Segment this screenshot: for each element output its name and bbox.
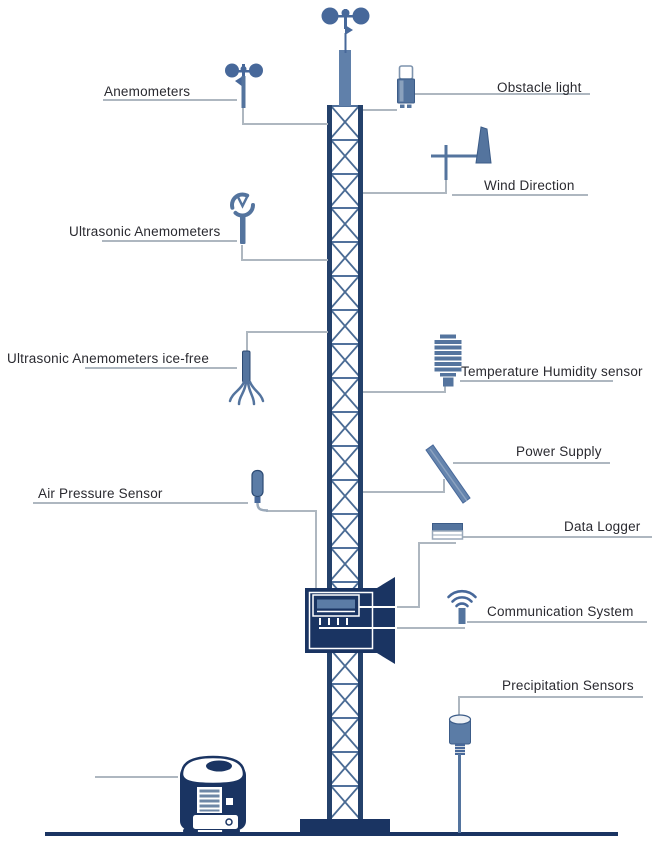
leader-data-logger	[394, 606, 419, 608]
obstacle-light-icon	[397, 65, 415, 108]
label-data-logger: Data Logger	[564, 519, 641, 534]
leader-communication	[394, 627, 465, 629]
solar-panel-icon	[425, 444, 471, 504]
wind-vane-icon	[431, 126, 492, 180]
leader-data-logger	[418, 542, 420, 608]
underline	[33, 502, 248, 504]
leader-temperature-humidity	[444, 383, 446, 393]
enclosure-icon	[305, 577, 397, 664]
label-obstacle-light: Obstacle light	[497, 80, 582, 95]
tower-base	[300, 819, 390, 834]
leader-anemometers	[242, 106, 244, 125]
underline	[453, 462, 610, 464]
label-ultrasonic-anemometers: Ultrasonic Anemometers	[69, 224, 221, 239]
leader-ultrasonic	[241, 245, 243, 261]
ultrasonic-anemometer-ice-free-icon	[228, 350, 265, 406]
leader-wind-direction	[445, 178, 447, 194]
label-wind-direction: Wind Direction	[484, 178, 575, 193]
leader-ultrasonic-ice-free	[246, 331, 328, 333]
leader-ground-cabinet	[95, 776, 178, 778]
ground-cabinet-icon	[180, 755, 246, 834]
data-logger-box-icon	[431, 523, 464, 540]
leader-wind-direction	[363, 192, 447, 194]
mast-pole	[339, 50, 351, 106]
underline	[102, 240, 237, 242]
label-communication-system: Communication System	[487, 604, 634, 619]
leader-obstacle-light	[363, 109, 397, 111]
label-temperature-humidity-sensor: Temperature Humidity sensor	[461, 364, 643, 379]
underline	[463, 536, 652, 538]
leader-data-logger	[418, 542, 456, 544]
label-precipitation-sensors: Precipitation Sensors	[502, 678, 634, 693]
underline	[85, 367, 237, 369]
label-air-pressure-sensor: Air Pressure Sensor	[38, 486, 163, 501]
underline	[467, 621, 647, 623]
underline	[103, 99, 237, 101]
label-power-supply: Power Supply	[516, 444, 602, 459]
leader-air-pressure	[315, 510, 317, 588]
rain-gauge-icon	[448, 714, 472, 755]
leader-ultrasonic	[241, 259, 328, 261]
underline	[458, 696, 643, 698]
leader-ultrasonic-ice-free	[246, 331, 248, 353]
leader-precipitation	[458, 696, 460, 718]
pressure-probe-icon	[251, 469, 269, 512]
leader-anemometers	[242, 123, 328, 125]
cup-anemometer-icon	[321, 7, 370, 53]
underline	[452, 194, 588, 196]
leader-power-supply	[443, 479, 445, 493]
lattice-tower	[327, 105, 363, 820]
underline	[415, 93, 590, 95]
label-anemometers: Anemometers	[104, 84, 191, 99]
leader-power-supply	[363, 491, 445, 493]
wifi-antenna-icon	[447, 589, 477, 624]
label-ultrasonic-anemometers-ice-free: Ultrasonic Anemometers ice-free	[7, 351, 210, 366]
underline	[460, 380, 613, 382]
leader-air-pressure	[266, 510, 317, 512]
ultrasonic-anemometer-icon	[230, 192, 255, 244]
sensor-pole	[458, 754, 461, 833]
ground-line	[45, 832, 618, 836]
radiation-shield-icon	[434, 334, 462, 387]
leader-temperature-humidity	[363, 391, 446, 393]
cup-anemometer-icon	[225, 63, 263, 108]
